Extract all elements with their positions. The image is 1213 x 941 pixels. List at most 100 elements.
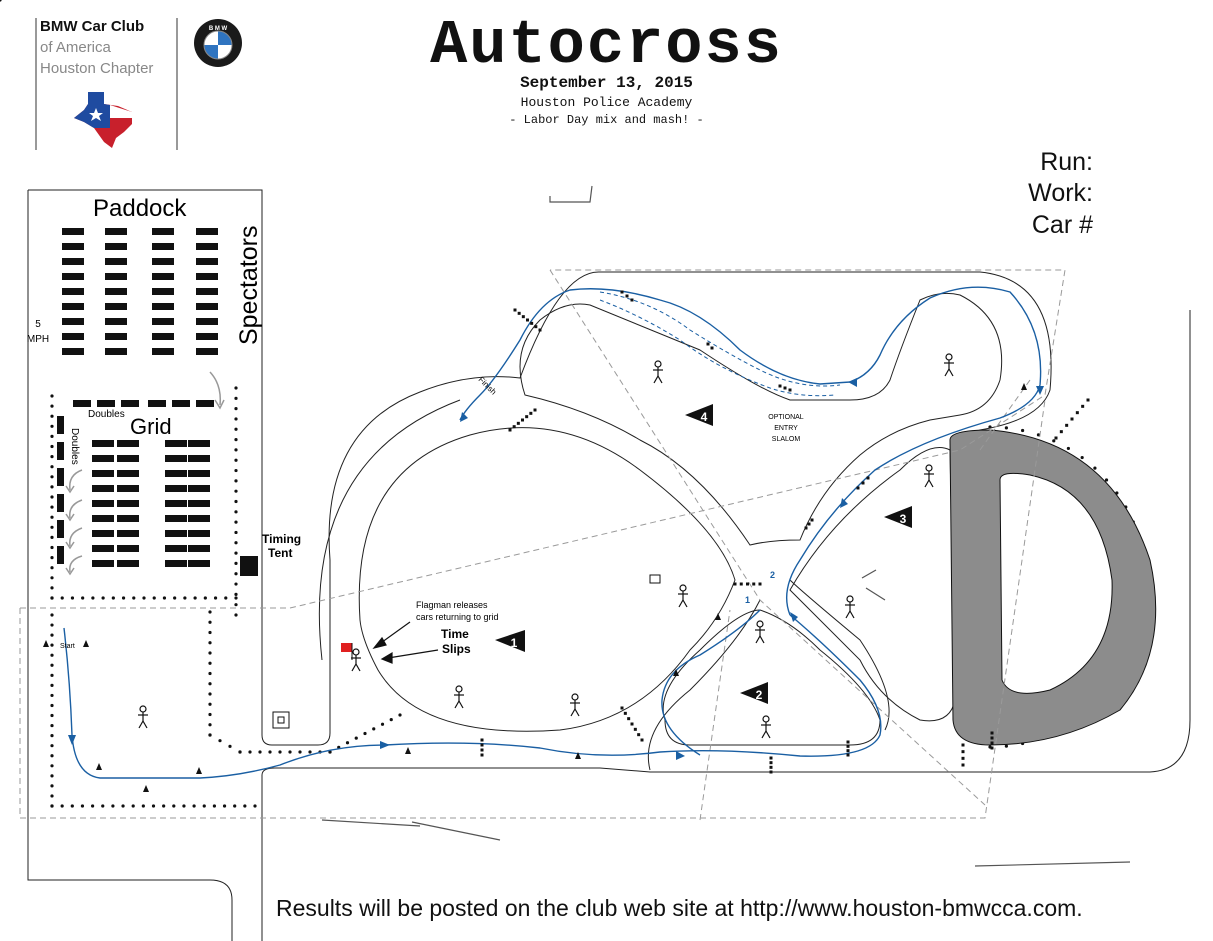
doubles-stall [73, 400, 91, 407]
fence-dot [50, 784, 54, 788]
grid-stall [188, 560, 210, 567]
paddock-stall [105, 288, 127, 295]
cone-marker [529, 411, 533, 415]
worker-station-label: 3 [900, 512, 907, 526]
fence-dot [172, 804, 176, 808]
fence-dot [60, 804, 64, 808]
fence-dot [101, 804, 105, 808]
cone-marker [746, 582, 749, 586]
skidpad-dot [1093, 466, 1097, 470]
paddock-stall [196, 348, 218, 355]
fence-dot [50, 475, 54, 479]
fence-dot [389, 718, 393, 722]
cone-marker [526, 318, 529, 322]
skidpad-dot [1066, 446, 1070, 451]
worker-station-2 [740, 682, 768, 704]
fence-dot [208, 712, 212, 717]
fence-dot [248, 750, 252, 754]
cone-marker [620, 706, 624, 710]
grid-stall [188, 530, 210, 537]
run-field-label: Run: [1040, 148, 1093, 176]
worker-person-icon [351, 648, 361, 672]
fence-dot [208, 651, 212, 655]
paddock-stall [62, 348, 84, 355]
fence-dot [234, 499, 238, 504]
cone-marker [1086, 398, 1090, 402]
fence-dot [234, 530, 238, 535]
split-mark-2: 2 [770, 570, 775, 580]
fence-dot [50, 723, 54, 728]
fence-dot [278, 750, 282, 754]
cone-marker [846, 753, 850, 757]
fence-dot [50, 703, 54, 708]
time-slips-label-1: Time [441, 627, 469, 641]
fence-dot [50, 515, 54, 519]
paddock-stall [105, 348, 127, 355]
grid-stall [117, 500, 139, 507]
fence-dot [234, 489, 238, 493]
fence-dot [0, 0, 2, 2]
cone-marker [856, 486, 860, 490]
fence-dot [50, 424, 54, 428]
fence-dot [233, 804, 237, 808]
cone-marker [633, 727, 637, 731]
club-subtitle-line2: of America [40, 39, 111, 56]
fence-dot [50, 683, 54, 687]
cone-icon [673, 669, 679, 676]
fence-dot [50, 754, 54, 758]
cone-marker [769, 770, 773, 774]
cone-marker [513, 308, 517, 312]
grid-stall [117, 455, 139, 462]
skidpad-dot [1021, 428, 1025, 433]
fence-dot [50, 774, 54, 778]
doubles-stall [196, 400, 214, 407]
fence-dot [70, 596, 75, 600]
grid-stall [188, 455, 210, 462]
grid-stall [165, 485, 187, 492]
event-title: Autocross [430, 10, 783, 81]
doubles-stall [57, 416, 64, 434]
fence-dot [50, 535, 54, 540]
worker-person-icon [944, 353, 954, 377]
fence-dot [50, 485, 54, 489]
fence-dot [234, 520, 238, 524]
grid-stall [188, 545, 210, 552]
fence-dot [50, 576, 54, 580]
doubles-stall [97, 400, 115, 407]
cone-marker [846, 740, 850, 744]
fence-dot [132, 596, 136, 600]
fence-dot [111, 804, 115, 808]
worker-station-label: 4 [701, 410, 708, 424]
fence-dot [268, 750, 272, 754]
spectators-label: Spectators [235, 225, 263, 345]
paddock-stall [152, 273, 174, 280]
cone-marker [625, 294, 629, 298]
cone-marker [1075, 411, 1079, 415]
fence-dot [183, 596, 187, 600]
paddock-stall [152, 348, 174, 355]
grid-stall [165, 455, 187, 462]
fence-dot [50, 596, 54, 600]
paddock-stall [152, 228, 174, 235]
event-venue: Houston Police Academy [520, 95, 693, 110]
cone-marker [521, 418, 524, 422]
cone-marker [630, 298, 634, 302]
doubles-stall [148, 400, 166, 407]
paddock-stall [105, 273, 127, 280]
cone-marker [810, 518, 814, 522]
worker-person-icon [678, 584, 688, 608]
fence-dot [50, 734, 54, 738]
fence-dot [208, 630, 212, 635]
fence-dot [228, 744, 232, 748]
cone-marker [733, 582, 737, 586]
fence-dot [258, 750, 262, 754]
bmw-roundel-icon: B M W [194, 19, 242, 67]
fence-dot [234, 541, 238, 545]
grid-stall [165, 500, 187, 507]
paddock-stall [196, 333, 218, 340]
fence-dot [151, 804, 156, 808]
cones [43, 290, 1090, 792]
grid-stall [165, 515, 187, 522]
fence-dot [234, 613, 238, 617]
paddock-stall [105, 333, 127, 340]
